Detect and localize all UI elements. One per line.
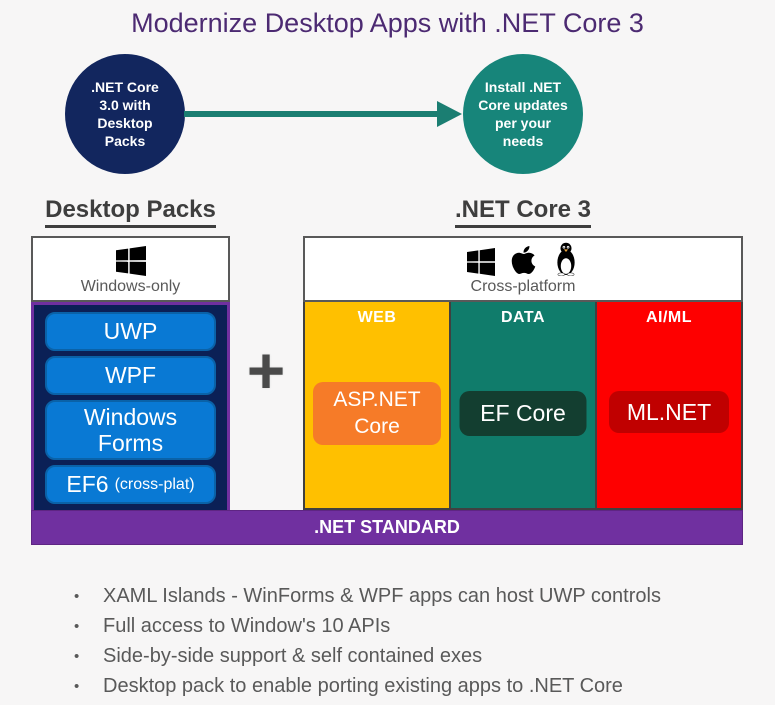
bullet-text: Full access to Window's 10 APIs bbox=[103, 614, 391, 637]
windows-only-label: Windows-only bbox=[80, 278, 181, 296]
windows-icon bbox=[115, 246, 146, 277]
ef6-label: EF6 bbox=[66, 471, 109, 497]
desktop-packs-stack: UWP WPF Windows Forms EF6 (cross-plat) bbox=[31, 302, 230, 510]
end-circle: Install .NET Core updates per your needs bbox=[463, 54, 583, 174]
web-column-label: WEB bbox=[357, 309, 397, 326]
mlnet-box: ML.NET bbox=[609, 391, 729, 433]
arrow-head-icon bbox=[437, 101, 462, 127]
wpf-box: WPF bbox=[45, 356, 216, 395]
data-column-label: DATA bbox=[500, 309, 546, 326]
net-core-columns: WEB ASP.NET Core DATA EF Core AI/ML ML.N… bbox=[303, 302, 743, 510]
list-item: • Desktop pack to enable porting existin… bbox=[70, 671, 740, 701]
desktop-packs-heading: Desktop Packs bbox=[31, 196, 230, 228]
uwp-label: UWP bbox=[103, 318, 158, 344]
bullet-text: Desktop pack to enable porting existing … bbox=[103, 674, 623, 697]
net-core-3-heading: .NET Core 3 bbox=[303, 196, 743, 228]
cross-platform-header: Cross-platform bbox=[303, 236, 743, 302]
cross-platform-label: Cross-platform bbox=[470, 278, 576, 296]
bullet-icon: • bbox=[74, 647, 80, 665]
aiml-column: AI/ML ML.NET bbox=[595, 302, 741, 508]
bullet-icon: • bbox=[74, 587, 80, 605]
bullet-icon: • bbox=[74, 617, 80, 635]
desktop-packs-heading-text: Desktop Packs bbox=[45, 196, 216, 228]
windows-forms-label: Windows Forms bbox=[83, 403, 178, 456]
data-column: DATA EF Core bbox=[449, 302, 595, 508]
start-circle: .NET Core 3.0 with Desktop Packs bbox=[65, 54, 185, 174]
net-standard-bar: .NET STANDARD bbox=[31, 510, 743, 545]
apple-icon bbox=[511, 246, 535, 275]
list-item: • Full access to Window's 10 APIs bbox=[70, 611, 740, 641]
wpf-label: WPF bbox=[104, 362, 157, 388]
aiml-column-label: AI/ML bbox=[645, 309, 693, 326]
bullet-icon: • bbox=[74, 677, 80, 695]
bullet-list: • XAML Islands - WinForms & WPF apps can… bbox=[70, 581, 740, 701]
ef-core-box: EF Core bbox=[459, 391, 587, 436]
uwp-box: UWP bbox=[45, 312, 216, 351]
windows-icon bbox=[466, 248, 495, 277]
bullet-text: Side-by-side support & self contained ex… bbox=[103, 644, 483, 667]
list-item: • Side-by-side support & self contained … bbox=[70, 641, 740, 671]
ef6-suffix-label: (cross-plat) bbox=[114, 475, 195, 493]
web-column: WEB ASP.NET Core bbox=[305, 302, 449, 508]
list-item: • XAML Islands - WinForms & WPF apps can… bbox=[70, 581, 740, 611]
linux-tux-icon bbox=[556, 242, 575, 277]
windows-forms-box: Windows Forms bbox=[45, 400, 216, 460]
cross-platform-logo-row bbox=[466, 242, 580, 277]
page-title: Modernize Desktop Apps with .NET Core 3 bbox=[131, 8, 644, 38]
net-core-3-heading-text: .NET Core 3 bbox=[454, 196, 592, 228]
ef6-box: EF6 (cross-plat) bbox=[45, 465, 216, 504]
arrow-line bbox=[184, 111, 440, 117]
windows-only-logo-row bbox=[115, 242, 146, 277]
bullet-text: XAML Islands - WinForms & WPF apps can h… bbox=[103, 584, 661, 607]
aspnet-core-box: ASP.NET Core bbox=[313, 382, 441, 445]
windows-only-header: Windows-only bbox=[31, 236, 230, 302]
plus-sign: + bbox=[246, 333, 286, 407]
